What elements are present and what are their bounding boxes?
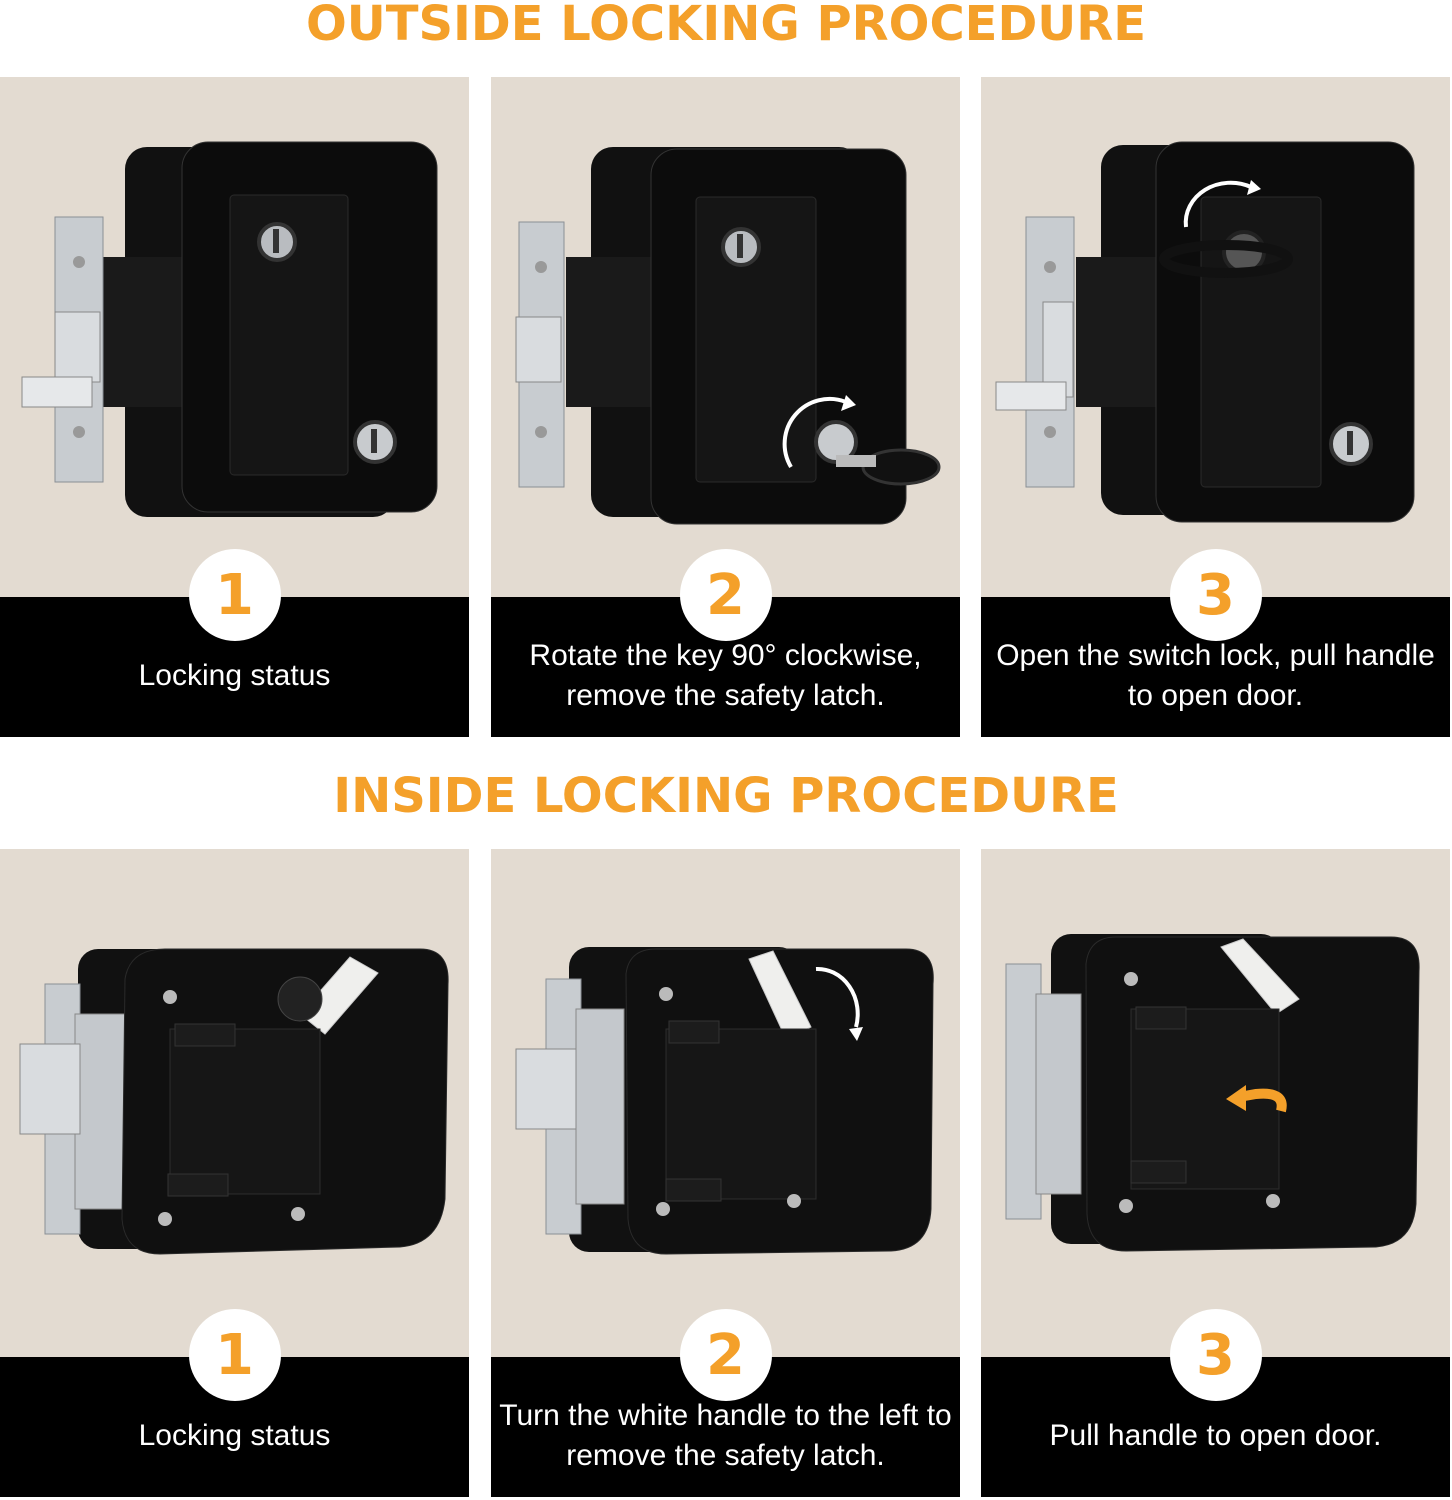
step-caption: Locking status — [138, 659, 331, 692]
inside-section-title: INSIDE LOCKING PROCEDURE — [333, 768, 1119, 824]
step-number-badge: 2 — [679, 1309, 772, 1401]
key-icon — [1159, 240, 1293, 278]
inside-lock-image — [19, 948, 449, 1255]
step-number-badge: 1 — [188, 549, 281, 641]
step-caption: Rotate the key 90° clockwise, remove the… — [529, 639, 922, 712]
step-caption: Open the switch lock, pull handle to ope… — [996, 639, 1435, 712]
step-caption: Locking status — [138, 1419, 331, 1452]
step-number-badge: 3 — [1169, 1309, 1262, 1401]
outside-step-3-panel: 3 Open the switch lock, pull handle to o… — [981, 77, 1450, 737]
white-handle-icon — [1220, 938, 1300, 1015]
step-caption: Pull handle to open door. — [1049, 1419, 1382, 1452]
inside-lock-pull-image — [1005, 934, 1420, 1252]
inside-step-2-panel: 2 Turn the white handle to the left to r… — [491, 849, 960, 1497]
step-number-badge: 1 — [188, 1309, 281, 1401]
white-handle-icon — [748, 950, 812, 1040]
rotate-arrow-icon — [1183, 180, 1252, 228]
step-number-badge: 3 — [1169, 549, 1262, 641]
outside-lock-image — [21, 141, 438, 517]
inside-step-1-panel: 1 Locking status — [0, 849, 469, 1497]
inside-step-3-panel: 3 Pull handle to open door. — [981, 849, 1450, 1497]
outside-step-2-panel: 2 Rotate the key 90° clockwise, remove t… — [491, 77, 960, 737]
pull-arrow-icon — [1238, 1088, 1287, 1113]
outside-section-title: OUTSIDE LOCKING PROCEDURE — [305, 0, 1147, 52]
inside-lock-handle-image — [515, 947, 934, 1255]
rotate-arrow-icon — [815, 966, 860, 1028]
step-caption: Turn the white handle to the left to rem… — [499, 1399, 952, 1472]
rotate-arrow-icon — [782, 396, 847, 469]
step-number-badge: 2 — [679, 549, 772, 641]
outside-lock-key-image — [515, 147, 941, 525]
outside-step-1-panel: 1 Locking status — [0, 77, 469, 737]
outside-lock-open-image — [995, 141, 1415, 523]
